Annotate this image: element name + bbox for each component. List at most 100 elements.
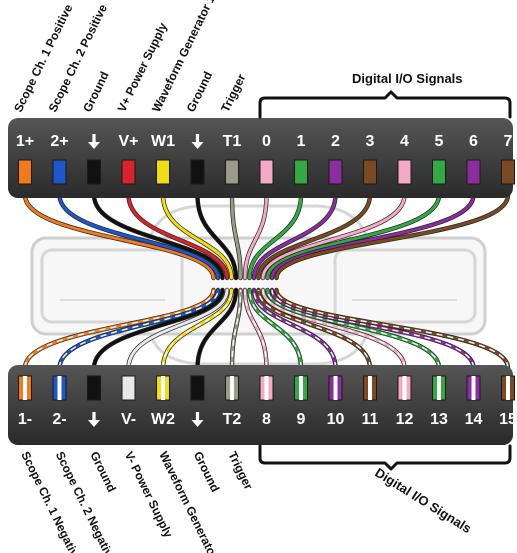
top-pin-13: 6 [466, 133, 481, 185]
top-pin-color-0 [18, 159, 32, 185]
bottom-pin-color-5 [190, 375, 205, 401]
top-pin-color-1 [52, 159, 67, 185]
bottom-pin-label-3: V- [121, 411, 136, 428]
top-pin-12: 5 [432, 133, 446, 185]
bottom-pin-13: 14 [465, 375, 483, 428]
bottom-signal-label-5: Ground [191, 449, 223, 494]
bottom-pin-5 [190, 375, 205, 427]
top-wire-13 [270, 193, 475, 280]
top-pin-14: 7 [501, 133, 515, 185]
top-pin-label-3: V+ [118, 133, 138, 150]
ground-arrow-icon [191, 412, 204, 427]
top-pin-3: V+ [118, 133, 139, 185]
bottom-pin-label-8: 9 [297, 411, 306, 428]
bottom-pin-11: 12 [396, 375, 414, 428]
bottom-wire-harness [22, 287, 511, 371]
top-wire-1 [58, 193, 220, 280]
top-pin-color-14 [501, 159, 515, 185]
top-pin-color-12 [432, 159, 446, 185]
bottom-pin-label-11: 12 [396, 411, 414, 428]
top-digital-label: Digital I/O Signals [352, 71, 463, 86]
bottom-wire-5 [196, 288, 238, 370]
top-pin-color-11 [397, 159, 412, 185]
bottom-pin-label-4: W2 [151, 411, 175, 428]
top-pin-label-14: 7 [504, 133, 513, 150]
top-pin-color-6 [225, 159, 239, 185]
bottom-pin-4: W2 [151, 375, 175, 428]
top-wire-harness [22, 192, 511, 281]
bottom-pin-label-6: T2 [223, 411, 242, 428]
top-wire-14 [275, 193, 510, 280]
bottom-wire-3 [127, 288, 229, 370]
bottom-pin-14: 15 [499, 375, 517, 428]
top-pin-1: 2+ [50, 133, 69, 185]
bottom-pin-0: 1- [18, 375, 32, 428]
device-outline [30, 204, 487, 366]
bottom-pin-2 [87, 375, 101, 427]
bottom-pin-label-10: 11 [362, 411, 379, 428]
top-pin-color-10 [363, 159, 377, 185]
top-pin-color-13 [466, 159, 481, 185]
top-pin-label-12: 5 [435, 133, 444, 150]
bottom-pin-label-12: 13 [430, 411, 448, 428]
bottom-signal-label-2: Ground [87, 449, 119, 494]
bottom-pin-7: 8 [259, 375, 274, 428]
top-pin-9: 2 [328, 133, 343, 185]
top-pin-label-8: 1 [297, 133, 306, 150]
top-pin-color-8 [294, 159, 308, 185]
top-pin-label-1: 2+ [50, 133, 68, 150]
bottom-digital-bracket [258, 444, 512, 471]
bottom-wire-2 [92, 288, 224, 370]
ground-arrow-icon [88, 134, 100, 149]
top-wire-9 [252, 193, 337, 280]
top-wire-2 [92, 193, 224, 280]
top-pin-8: 1 [294, 133, 308, 185]
top-pin-2 [87, 134, 101, 185]
bottom-pin-12: 13 [430, 375, 448, 428]
top-wire-6 [230, 193, 242, 280]
bottom-pin-10: 11 [362, 375, 379, 428]
bottom-pin-color-3 [121, 375, 136, 401]
top-pin-label-4: W1 [151, 133, 175, 150]
top-wire-7 [243, 193, 268, 280]
top-pin-6: T1 [223, 133, 242, 185]
top-pin-color-9 [328, 159, 343, 185]
top-wire-8 [248, 193, 303, 280]
ground-arrow-icon [191, 134, 204, 149]
top-pin-11: 4 [397, 133, 412, 185]
top-pin-label-10: 3 [366, 133, 375, 150]
bottom-pin-label-13: 14 [465, 411, 483, 428]
top-wire-4 [161, 193, 233, 280]
top-wire-0 [23, 193, 215, 280]
top-pin-label-13: 6 [469, 133, 478, 150]
top-wire-5 [196, 193, 238, 280]
top-pin-color-5 [190, 159, 205, 185]
bottom-signal-label-6: Trigger [225, 449, 256, 492]
bottom-pin-3: V- [121, 375, 136, 428]
top-pin-label-6: T1 [223, 133, 242, 150]
top-wire-12 [266, 193, 441, 280]
bottom-pin-6: T2 [223, 375, 242, 428]
top-signal-label-5: Ground [184, 69, 216, 114]
top-pin-label-7: 0 [262, 133, 271, 150]
top-pin-label-9: 2 [331, 133, 340, 150]
top-pin-color-4 [156, 159, 170, 185]
top-wire-10 [257, 193, 372, 280]
top-signal-label-2: Ground [80, 69, 112, 114]
top-pin-10: 3 [363, 133, 377, 185]
top-signal-label-6: Trigger [218, 71, 249, 114]
top-digital-bracket [258, 90, 512, 119]
top-pin-7: 0 [259, 133, 274, 185]
bottom-signal-label-0: Scope Ch. 1 Negative [18, 449, 84, 553]
top-pin-color-7 [259, 159, 274, 185]
top-pin-color-3 [121, 159, 136, 185]
top-signal-label-4: Waveform Generator 1 [149, 0, 218, 114]
bottom-digital-label: Digital I/O Signals [372, 465, 474, 536]
bottom-pin-1: 2- [52, 375, 67, 428]
bottom-pin-label-1: 2- [52, 411, 66, 428]
bottom-pin-label-7: 8 [262, 411, 271, 428]
